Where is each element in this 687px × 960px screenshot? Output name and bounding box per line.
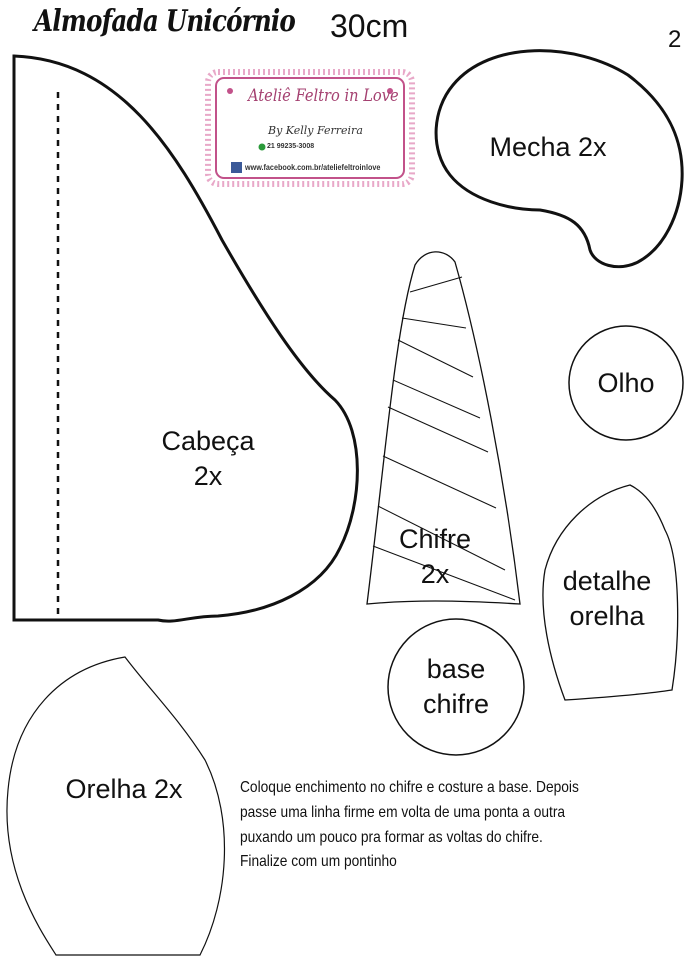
- mecha-pattern-outline: [434, 49, 684, 269]
- ear-detail-label: detalhe orelha: [546, 564, 668, 633]
- instructions-text: Coloque enchimento no chifre e costure a…: [240, 776, 579, 875]
- horn-label-name: Chifre: [398, 524, 472, 554]
- ear-detail-label-line2: orelha: [569, 600, 645, 631]
- eye-pattern-outline: [568, 325, 684, 441]
- pattern-size: 30cm: [330, 8, 409, 44]
- horn-base-label: base chifre: [398, 652, 514, 721]
- horn-base-label-line1: base: [426, 654, 486, 684]
- logo-facebook: www.facebook.com.br/ateliefeltroinlove: [245, 163, 381, 172]
- ear-pattern-outline: [6, 656, 226, 956]
- logo-frame: [205, 69, 415, 187]
- logo-author: By Kelly Ferreira: [268, 124, 363, 137]
- ear-detail-pattern-outline: [542, 484, 679, 701]
- horn-base-label-line2: chifre: [422, 688, 490, 719]
- horn-spiral-lines: [372, 276, 516, 601]
- logo-phone: 21 99235-3008: [267, 143, 315, 150]
- ear-label: Orelha 2x: [65, 774, 183, 804]
- head-label-count: 2x: [193, 460, 223, 491]
- eye-label: Olho: [597, 368, 655, 398]
- horn-label: Chifre 2x: [380, 522, 490, 591]
- instruction-line: puxando um pouco pra formar as voltas do…: [240, 828, 543, 846]
- head-label: Cabeça 2x: [138, 424, 278, 493]
- instruction-line: passe uma linha firme em volta de uma po…: [240, 803, 566, 821]
- horn-pattern-outline: [366, 251, 521, 605]
- head-label-name: Cabeça: [161, 426, 255, 456]
- page-number: 2: [668, 26, 682, 53]
- page-title: Almofada Unicórnio: [34, 4, 296, 39]
- horn-label-count: 2x: [420, 558, 450, 589]
- ear-detail-label-line1: detalhe: [562, 566, 652, 596]
- mecha-label: Mecha 2x: [489, 132, 607, 162]
- head-pattern-outline: [12, 54, 359, 623]
- instruction-line: Coloque enchimento no chifre e costure a…: [240, 779, 579, 796]
- logo-brand-name: Ateliê Feltro in Love: [248, 86, 399, 106]
- horn-base-pattern-outline: [387, 618, 525, 756]
- instruction-line: Finalize com um pontinho: [240, 853, 397, 871]
